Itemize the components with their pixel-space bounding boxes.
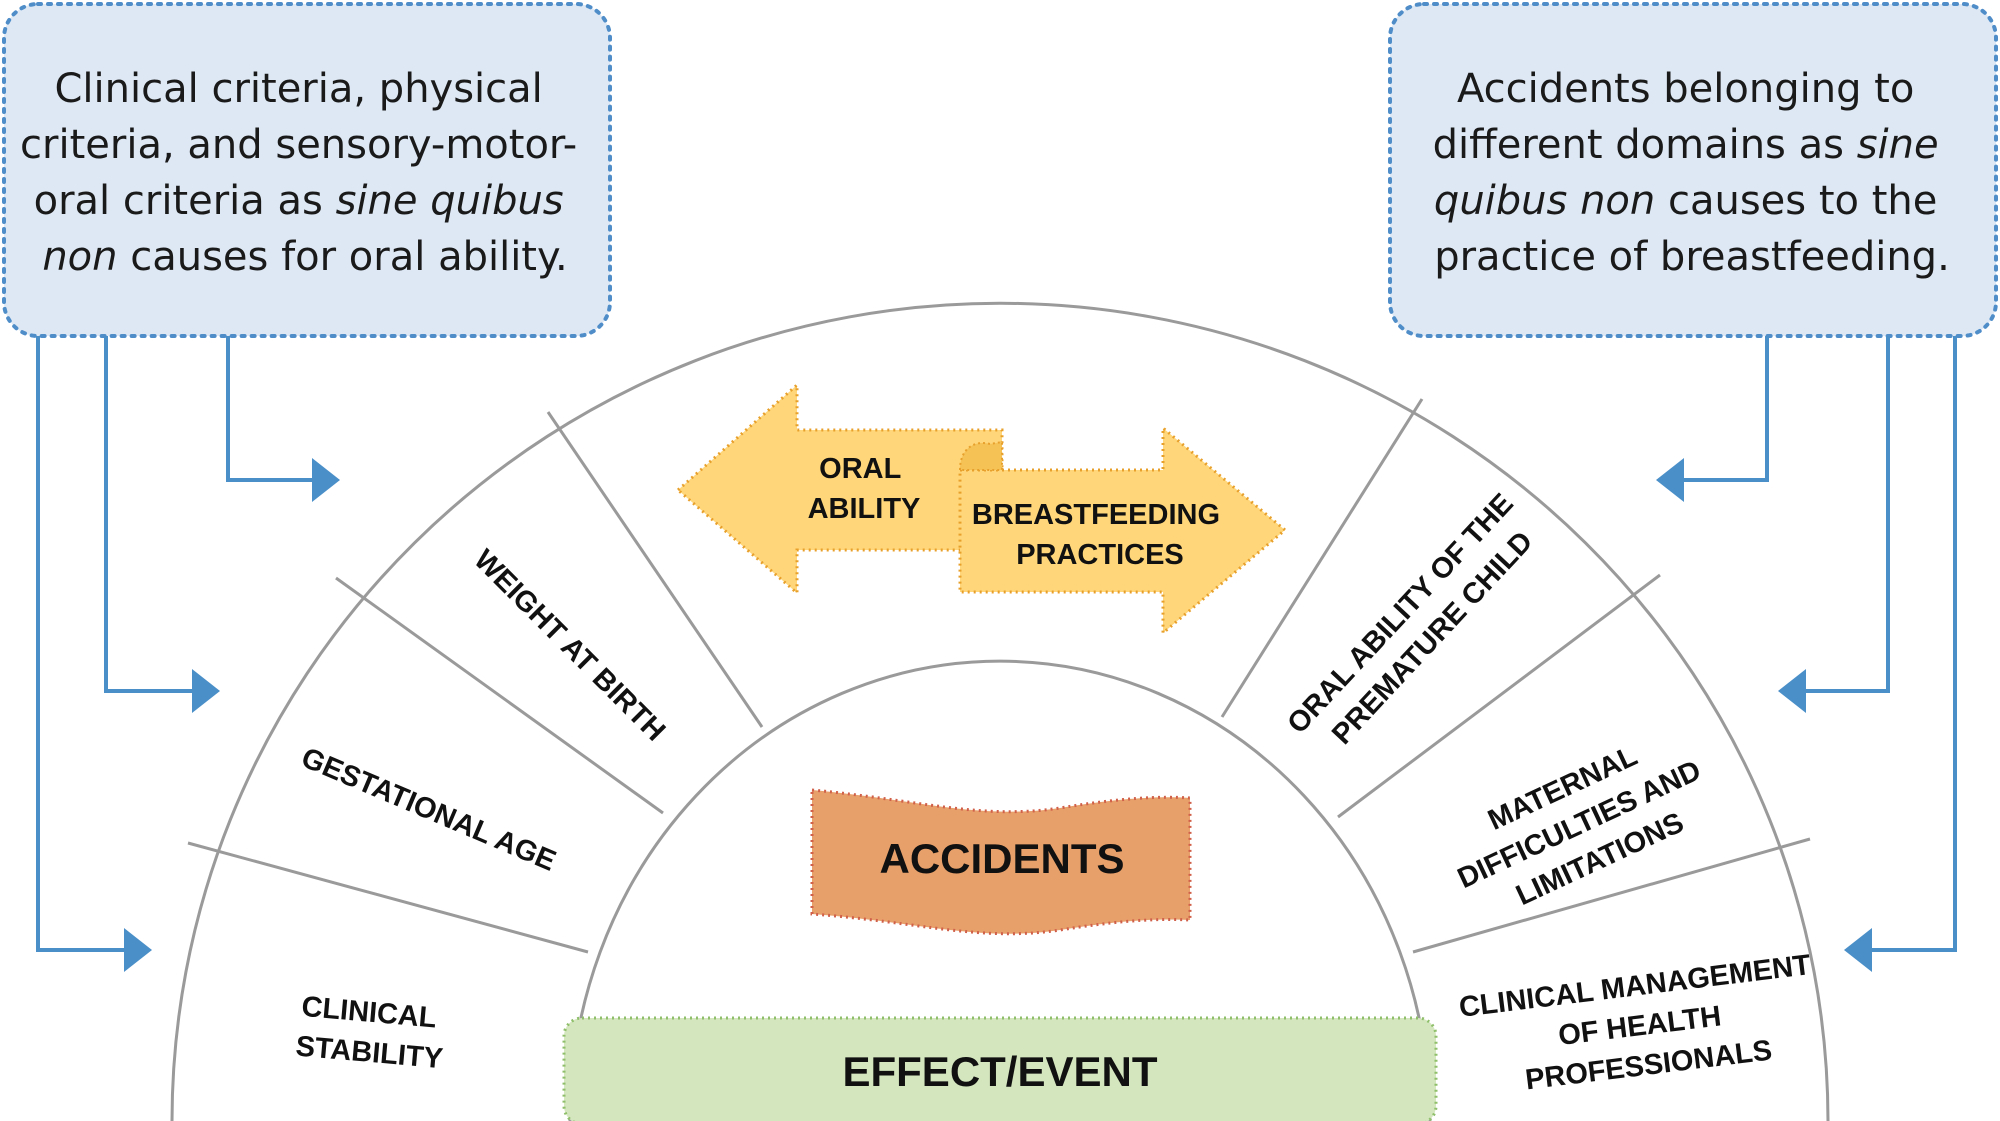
effect-event-box <box>562 1016 1438 1121</box>
right-connectors <box>1656 336 1957 972</box>
arrowhead-left-icon <box>1844 928 1872 972</box>
arrowhead-left-icon <box>1778 669 1806 713</box>
svg-text:Accidents belonging to d: Accidents belonging to different domains… <box>1433 66 1952 280</box>
left-callout-box <box>2 2 612 338</box>
arrowhead-right-icon <box>124 928 152 972</box>
right-callout-line3: causes to the <box>1655 178 1937 224</box>
left-callout-line4-italic: non <box>42 234 117 280</box>
right-callout-box <box>1388 2 1998 338</box>
breastfeeding-practices-arrow <box>958 424 1288 637</box>
oral-breastfeeding-arrows: ORAL ABILITY BREASTFEEDING PRACTICES <box>675 381 1288 637</box>
outer-arc <box>170 301 1830 1121</box>
left-callout: Clinical criteria, physical criteria, an… <box>2 2 612 338</box>
right-connector-management <box>1870 336 1957 952</box>
inner-arc <box>568 659 1432 1121</box>
segment-maternal-difficulties: MATERNAL DIFFICULTIES AND LIMITATIONS <box>1436 715 1730 932</box>
segment-weight-at-birth: WEIGHT AT BIRTH <box>467 544 671 748</box>
divider-4 <box>1220 398 1424 718</box>
divider-5 <box>1337 573 1661 819</box>
semicircle-frame <box>170 301 1830 1121</box>
scroll-curl <box>958 440 1003 471</box>
right-callout-line2-italic: sine <box>1857 122 1939 168</box>
segment-oral-ability-premature: ORAL ABILITY OF THE PREMATURE CHILD <box>1281 482 1554 768</box>
segment-gestational-age: GESTATIONAL AGE <box>297 742 561 878</box>
left-callout-line3-italic: sine quibus <box>336 178 564 224</box>
left-callout-line1: Clinical criteria, physical <box>55 66 543 112</box>
accidents-flag <box>810 788 1192 936</box>
oral-ability-label: ORAL ABILITY <box>808 453 921 525</box>
left-callout-line3: oral criteria as <box>34 178 336 224</box>
oral-ability-arrow <box>675 381 1004 597</box>
svg-text:Clinical criteria, physical: Clinical criteria, physical criteria, an… <box>20 66 590 280</box>
effect-event-bar: EFFECT/EVENT <box>562 1016 1438 1121</box>
right-callout-line2: different domains as <box>1433 122 1857 168</box>
segment-clinical-stability: CLINICAL STABILITY <box>294 991 447 1076</box>
divider-2 <box>335 576 664 815</box>
left-connector-weight <box>226 336 315 482</box>
arrowhead-right-icon <box>312 458 340 502</box>
right-callout: Accidents belonging to different domains… <box>1388 2 1998 338</box>
segment-clinical-management: CLINICAL MANAGEMENT OF HEALTH PROFESSION… <box>1457 948 1830 1103</box>
breastfeeding-practices-label: BREASTFEEDING PRACTICES <box>972 499 1228 571</box>
divider-1 <box>187 841 589 954</box>
accidents-banner: ACCIDENTS <box>810 788 1192 936</box>
divider-3 <box>546 411 764 728</box>
left-connector-gestational <box>104 336 195 693</box>
effect-event-label: EFFECT/EVENT <box>842 1048 1157 1095</box>
left-connector-clinical <box>36 336 127 952</box>
left-callout-line4: causes for oral ability. <box>118 234 568 280</box>
right-callout-line3-italic: quibus non <box>1434 178 1655 224</box>
right-callout-line1: Accidents belonging to <box>1457 66 1914 112</box>
left-callout-line2: criteria, and sensory-motor- <box>20 122 577 168</box>
arrowhead-left-icon <box>1656 458 1684 502</box>
arrowhead-right-icon <box>192 669 220 713</box>
right-connector-oral <box>1682 336 1769 482</box>
divider-6 <box>1412 837 1811 954</box>
left-connectors <box>36 336 340 972</box>
right-connector-maternal <box>1804 336 1890 693</box>
right-callout-line4: practice of breastfeeding. <box>1434 234 1950 280</box>
accidents-label: ACCIDENTS <box>879 835 1124 882</box>
